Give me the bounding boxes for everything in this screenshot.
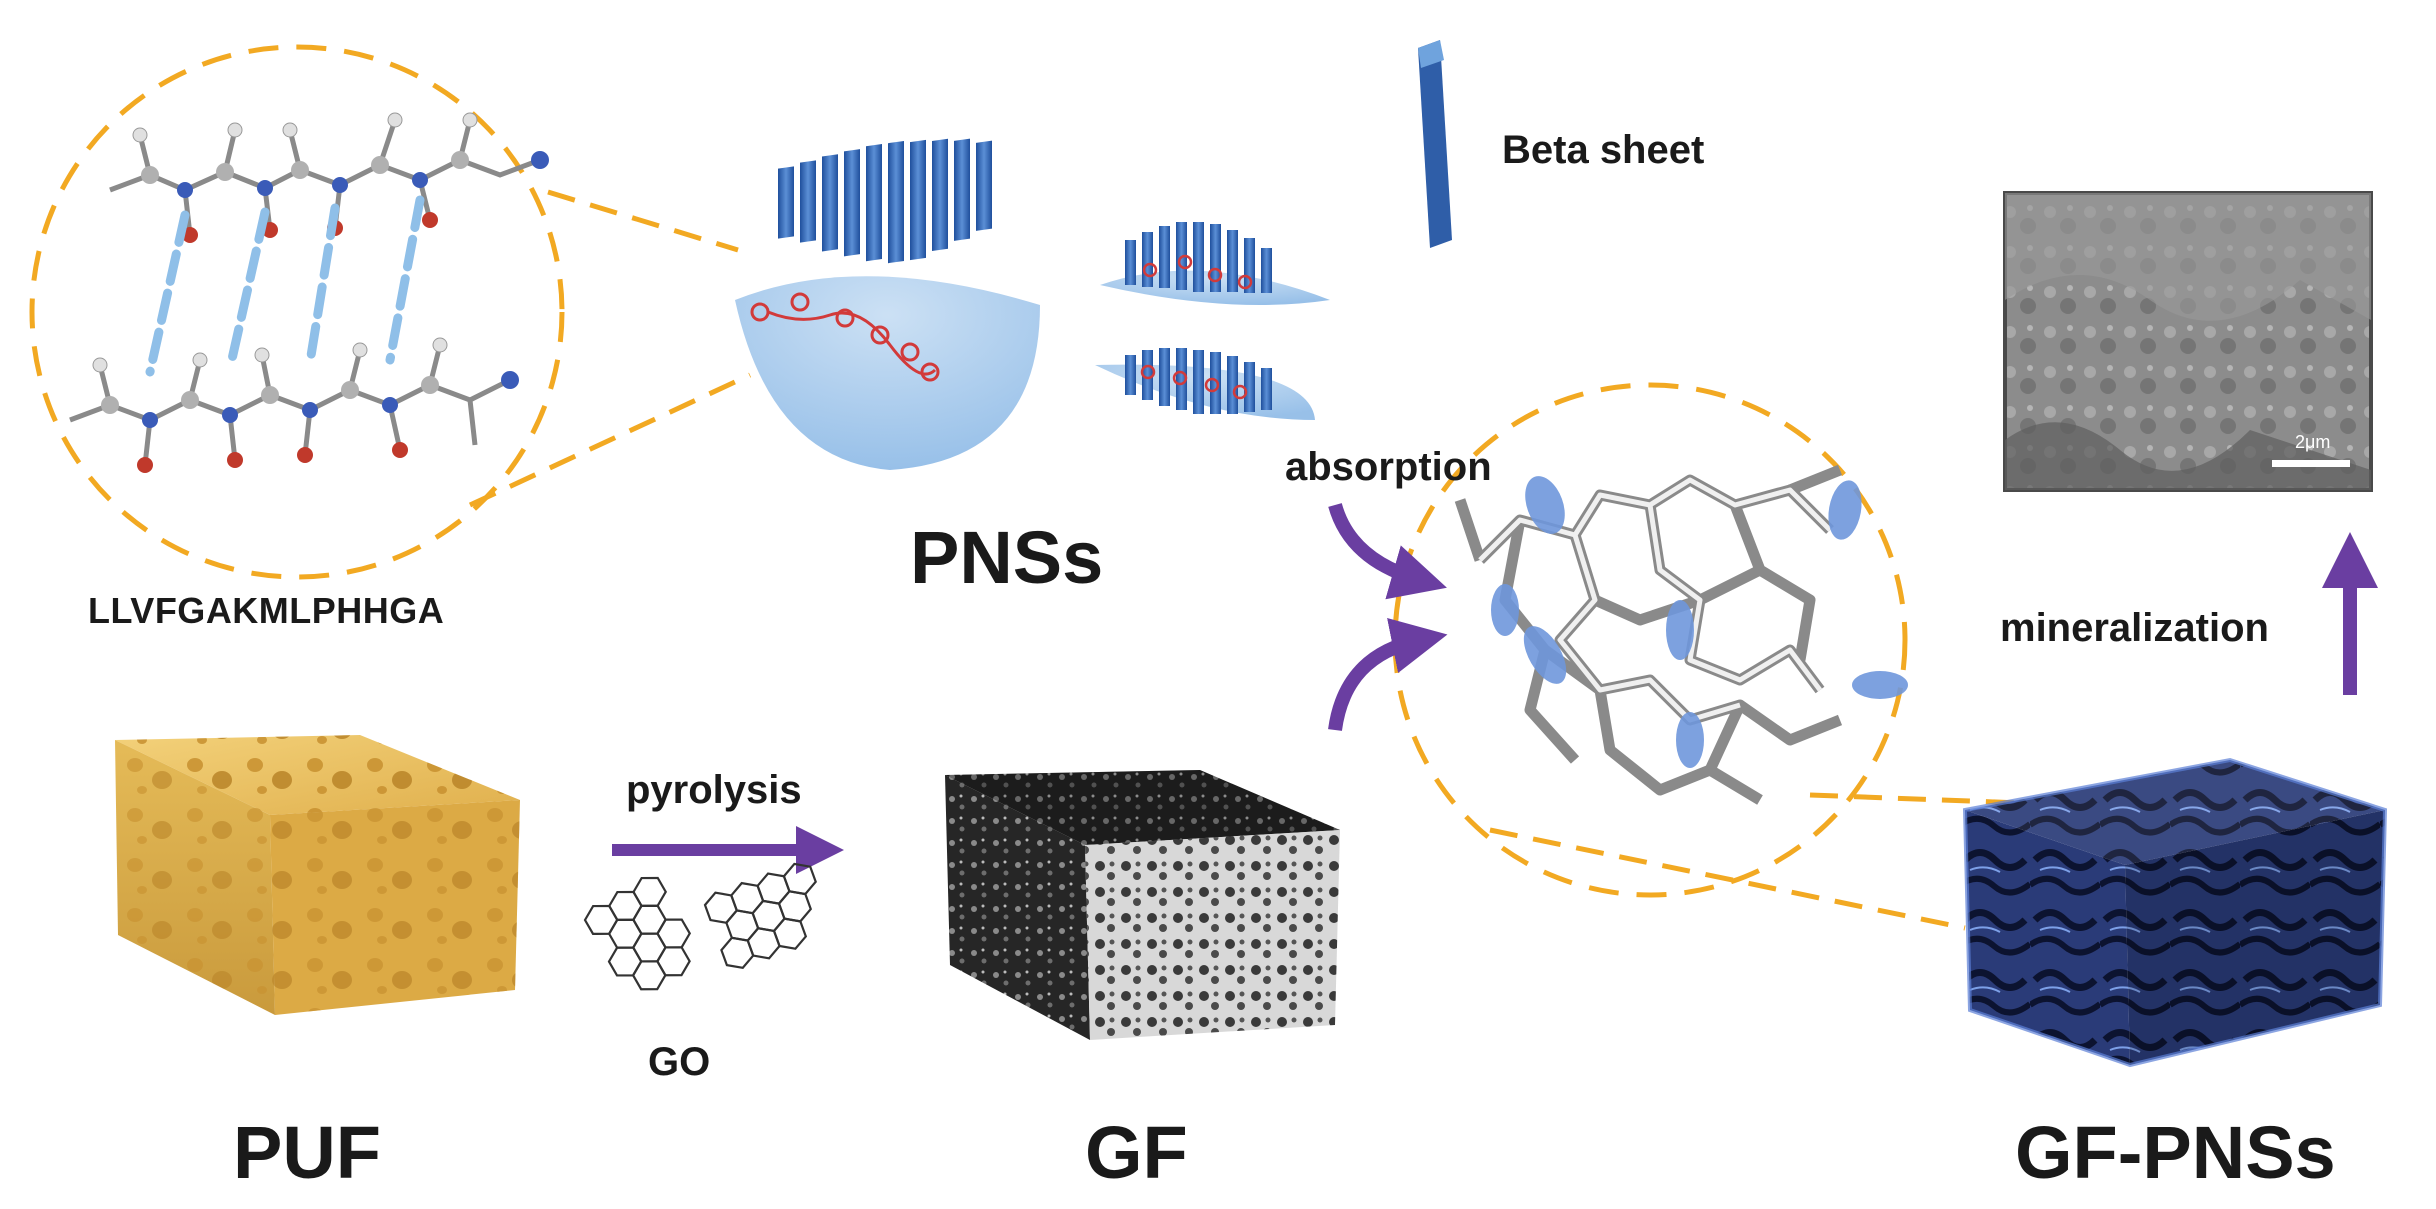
mineralization-label: mineralization	[2000, 606, 2269, 650]
go-label: GO	[648, 1040, 711, 1084]
gf-pnss-block	[1962, 757, 2388, 1068]
attached-pns	[1491, 476, 1908, 768]
pyrolysis-label: pyrolysis	[626, 768, 802, 812]
hydrogen-bonds	[145, 195, 425, 377]
pns-large	[735, 138, 1040, 470]
zoom-connector-peptide	[468, 189, 752, 508]
beta-sheet-legend-icon	[1418, 40, 1452, 248]
beta-sheet-label: Beta sheet	[1502, 128, 1705, 172]
sem-image	[2003, 191, 2373, 492]
absorption-arrows	[1328, 502, 1448, 732]
gf-block	[945, 770, 1340, 1040]
puf-label: PUF	[233, 1111, 381, 1194]
gf-pnss-zoom-circle	[1392, 382, 1908, 898]
peptide-atoms	[92, 112, 549, 473]
gf-label: GF	[1085, 1111, 1188, 1194]
gf-pnss-zoom-group	[1392, 382, 1908, 898]
pns-small-top	[1100, 222, 1330, 305]
peptide-zoom-circle	[29, 44, 565, 580]
scale-bar	[2272, 460, 2350, 467]
peptide-zoom-group	[29, 44, 565, 580]
go-sheets	[583, 862, 817, 991]
pns-red-rings	[750, 292, 940, 382]
pns-small-bottom	[1095, 348, 1315, 420]
scale-bar-label: 2μm	[2295, 432, 2331, 452]
puf-sponge	[115, 735, 520, 1015]
beta-sheet-stack	[778, 138, 992, 264]
pnss-label: PNSs	[910, 516, 1104, 599]
absorption-label: absorption	[1285, 445, 1492, 489]
gf-pnss-label: GF-PNSs	[2015, 1111, 2336, 1194]
peptide-sequence-label: LLVFGAKMLPHHGA	[88, 590, 445, 631]
